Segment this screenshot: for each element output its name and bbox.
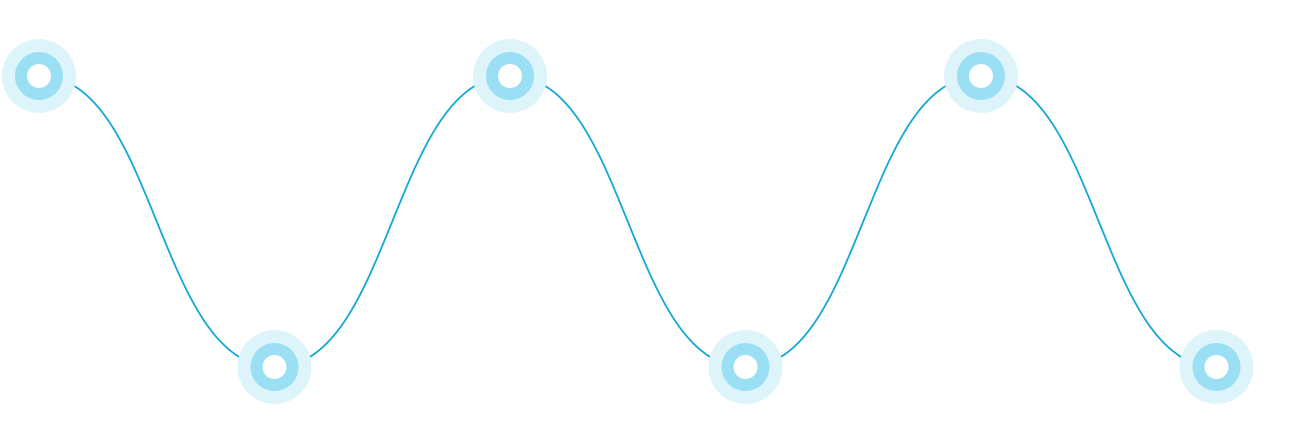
wave-segment-2 [273,75,511,368]
node-core [1204,355,1229,379]
wave-segment-4 [744,75,982,368]
wave-segment-5 [980,75,1218,368]
node-core [27,64,51,88]
wave-node-5-top [944,39,1018,113]
wave-segment-3 [509,75,747,368]
node-core [498,64,522,88]
wave-node-4-bottom [708,330,783,404]
node-core [969,64,993,88]
wave-node-1-top [2,39,76,113]
wave-segment-1 [38,75,276,368]
wave-node-2-bottom [237,330,312,404]
wave-node-3-top [473,39,547,113]
node-core [262,355,287,379]
node-core [733,355,758,379]
nodes-layer [2,39,1254,404]
wave-node-6-bottom [1179,330,1254,404]
wave-layer [38,75,1218,368]
